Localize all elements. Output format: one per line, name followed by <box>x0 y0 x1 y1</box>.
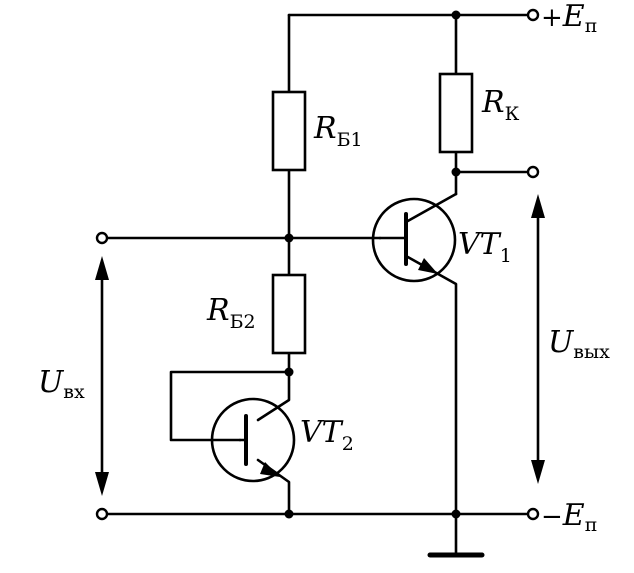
junction-dots <box>284 10 461 519</box>
rb2-label: RБ2 <box>206 293 256 333</box>
junction-dot <box>451 509 461 519</box>
vt2-collector-wire <box>256 370 291 422</box>
junction-dot <box>284 367 294 377</box>
terminal-input-bottom <box>95 507 109 521</box>
terminal-supply-neg <box>526 507 540 521</box>
terminal-input-top <box>95 231 109 245</box>
vt1-body <box>371 197 457 283</box>
terminals <box>95 8 540 521</box>
junction-dot <box>284 509 294 519</box>
junction-dot <box>451 10 461 20</box>
transistor-vt2 <box>210 397 296 483</box>
junction-dot <box>451 167 461 177</box>
terminal-supply-pos <box>526 8 540 22</box>
vt1-collector-wire <box>404 192 458 224</box>
vt1-label: VT1 <box>458 227 512 267</box>
input-voltage-arrow <box>95 256 109 496</box>
transistor-vt1 <box>371 197 457 283</box>
vt2-label: VT2 <box>300 415 354 455</box>
input-voltage-label: Uвх <box>38 365 85 403</box>
supply-neg-label: −Eп <box>541 498 597 536</box>
output-voltage-label: Uвых <box>548 325 610 363</box>
junction-dot <box>284 233 294 243</box>
vt2-diode-loop-wire <box>169 370 291 442</box>
vt1-emitter-arrow <box>418 258 438 274</box>
vt2-body <box>210 397 296 483</box>
supply-pos-label: +Eп <box>541 0 597 37</box>
resistor-rb2 <box>271 273 307 355</box>
vt1-emitter-wire <box>404 254 458 555</box>
output-voltage-arrow <box>531 194 545 484</box>
rk-label: RК <box>481 85 520 125</box>
terminal-output <box>526 165 540 179</box>
resistor-rk <box>438 72 474 154</box>
rb1-label: RБ1 <box>313 111 363 151</box>
vt2-emitter-arrow <box>260 462 280 477</box>
resistor-rb1 <box>271 90 307 172</box>
